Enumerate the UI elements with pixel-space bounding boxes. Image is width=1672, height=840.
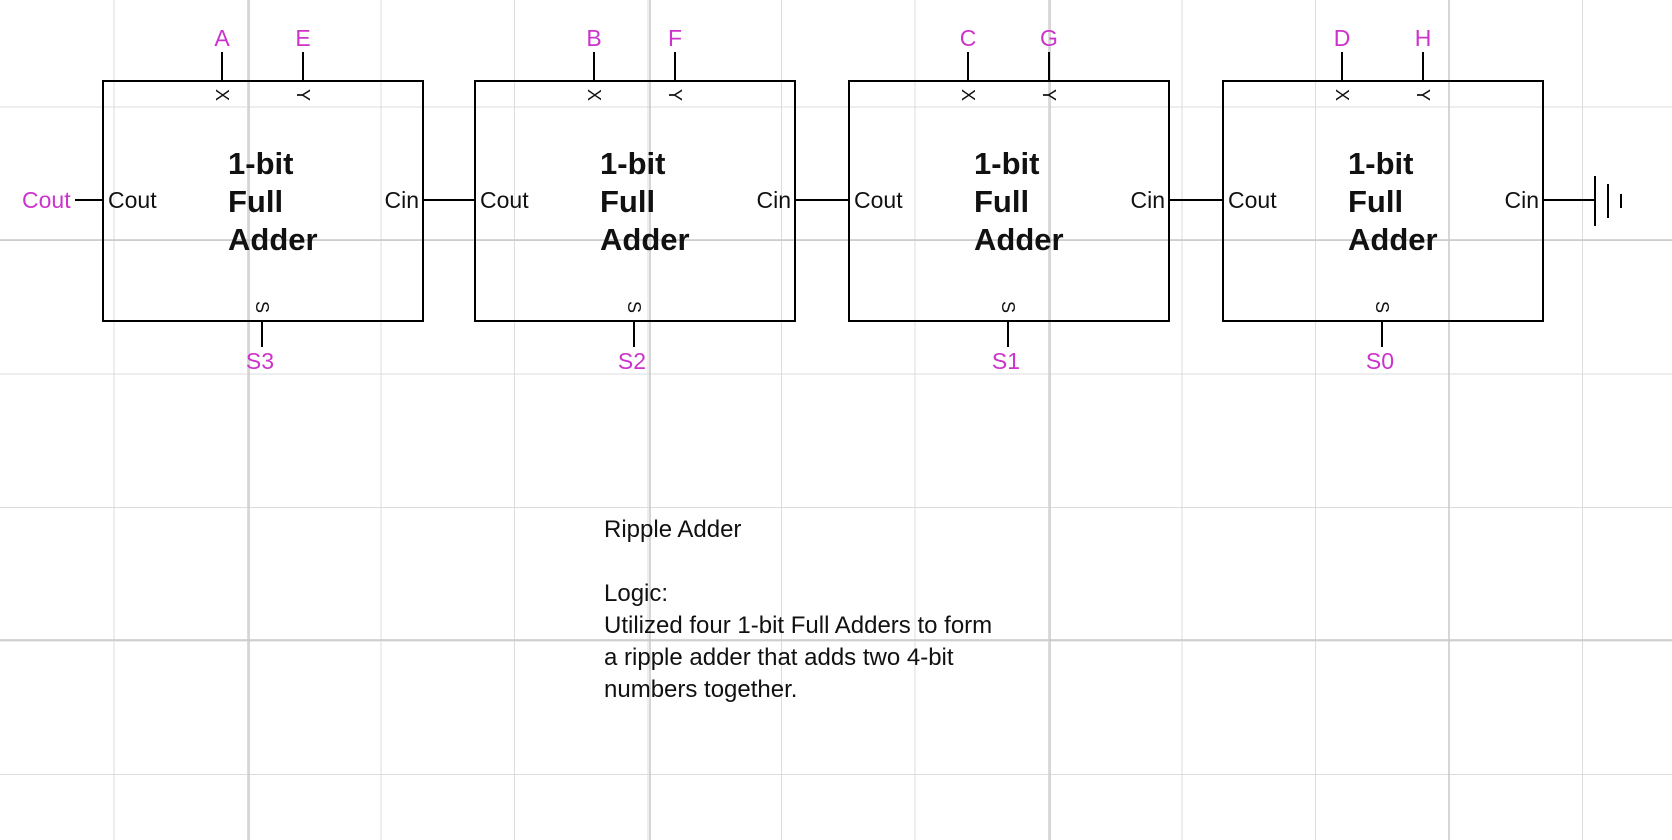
note-title: Ripple Adder (604, 516, 742, 543)
note-spacer (604, 546, 992, 578)
net-label-s: S0 (1366, 348, 1394, 374)
adder-title-line: Adder (974, 222, 1064, 257)
net-label-s: S1 (992, 348, 1020, 374)
adder-title-line: Adder (228, 222, 318, 257)
pin-y-label: Y (1413, 89, 1433, 101)
port-cin-label: Cin (1504, 187, 1539, 213)
description-note: Ripple Adder Logic: Utilized four 1-bit … (604, 514, 992, 706)
adder-title-line: 1-bit (974, 146, 1039, 181)
pin-s-label: S (998, 301, 1018, 313)
output-carry-label: Cout (22, 187, 71, 213)
net-label-x: A (214, 25, 230, 51)
pin-x-label: X (1332, 89, 1352, 101)
note-line: a ripple adder that adds two 4-bit (604, 644, 954, 671)
adder-title-line: 1-bit (228, 146, 293, 181)
adder-title-line: Full (228, 184, 283, 219)
pin-y-label: Y (665, 89, 685, 101)
port-cout-label: Cout (108, 187, 157, 213)
adder-title-line: Full (974, 184, 1029, 219)
net-label-s: S3 (246, 348, 274, 374)
net-label-x: C (960, 25, 977, 51)
pin-y-label: Y (1039, 89, 1059, 101)
adder-title-line: 1-bit (1348, 146, 1413, 181)
adder-title-line: Adder (1348, 222, 1438, 257)
pin-x-label: X (212, 89, 232, 101)
port-cin-label: Cin (756, 187, 791, 213)
adder-title-line: 1-bit (600, 146, 665, 181)
adder-title-line: Full (1348, 184, 1403, 219)
net-label-x: B (586, 25, 601, 51)
net-label-y: E (295, 25, 310, 51)
port-cout-label: Cout (480, 187, 529, 213)
pin-s-label: S (1372, 301, 1392, 313)
pin-y-label: Y (293, 89, 313, 101)
net-label-y: H (1415, 25, 1432, 51)
pin-x-label: X (958, 89, 978, 101)
net-label-x: D (1334, 25, 1351, 51)
net-label-y: F (668, 25, 682, 51)
port-cout-label: Cout (854, 187, 903, 213)
ground-icon (1594, 176, 1622, 226)
note-heading: Logic: (604, 580, 669, 607)
port-cin-label: Cin (384, 187, 419, 213)
port-cout-label: Cout (1228, 187, 1277, 213)
pin-x-label: X (584, 89, 604, 101)
adder-title-line: Full (600, 184, 655, 219)
port-cin-label: Cin (1130, 187, 1165, 213)
pin-s-label: S (624, 301, 644, 313)
net-label-s: S2 (618, 348, 646, 374)
extras: Cout (22, 176, 1622, 226)
adder-title-line: Adder (600, 222, 690, 257)
note-line: Utilized four 1-bit Full Adders to form (604, 612, 993, 639)
net-label-y: G (1040, 25, 1058, 51)
note-line: numbers together. (604, 676, 798, 703)
pin-s-label: S (252, 301, 272, 313)
